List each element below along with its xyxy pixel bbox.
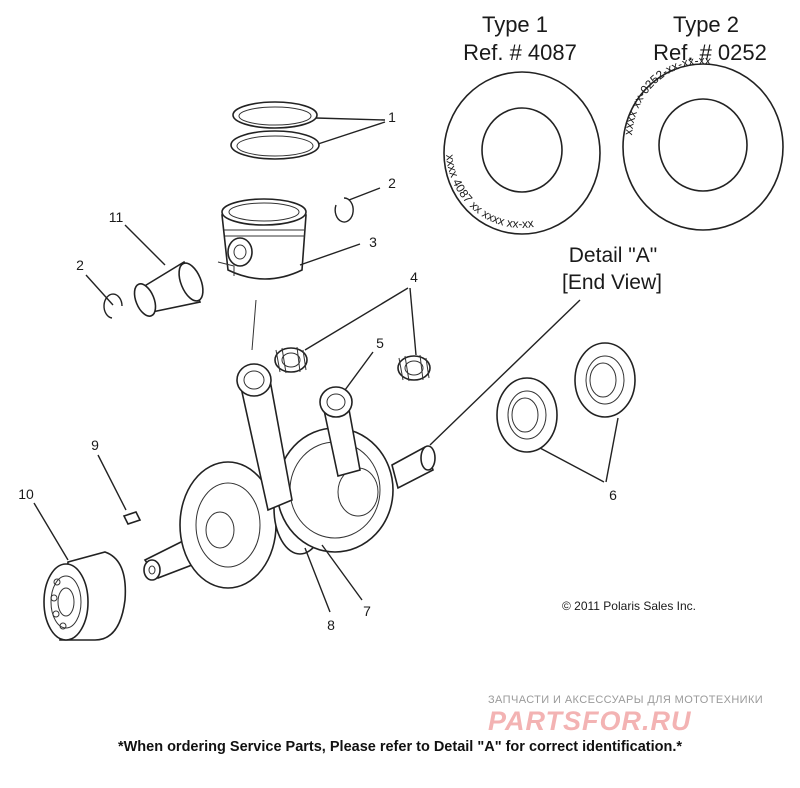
callout-8-leader [304, 547, 331, 613]
callout-7-leader [321, 544, 363, 601]
circlip-right [334, 197, 354, 223]
crank-seal-front [496, 377, 558, 453]
callout-4-leader-a [304, 287, 409, 351]
type1-ref: Ref. # 4087 [463, 40, 577, 65]
callout-10-leader [33, 502, 69, 561]
callout-4-leader-b [409, 287, 417, 356]
type2-title: Type 2 [673, 12, 739, 37]
callout-2-left: 2 [76, 257, 84, 273]
main-bearing [43, 551, 127, 641]
callout-6-leader-a [539, 447, 605, 483]
needle-bearing-right [397, 354, 431, 382]
callout-3-leader [299, 243, 361, 266]
watermark-brand: PARTSFOR.RU [488, 706, 692, 736]
type1-title: Type 1 [482, 12, 548, 37]
piston-rings [230, 101, 320, 160]
assembly-guide-line [251, 299, 257, 351]
callout-2b-leader [348, 187, 381, 201]
detail-a-leader [429, 299, 581, 446]
piston [217, 198, 307, 280]
type2-seal-end-view: xxxx xx-0252-xx-xx-xx [621, 53, 784, 231]
detail-a-endview-label: [End View] [562, 271, 662, 294]
callout-1: 1 [388, 109, 396, 125]
callout-6-leader-b [605, 417, 619, 483]
callout-11: 11 [109, 209, 124, 225]
needle-bearing-left [274, 346, 308, 374]
callout-11-leader [124, 224, 166, 266]
callout-5: 5 [376, 335, 384, 351]
callout-4: 4 [410, 269, 418, 285]
callout-1-leader-b [317, 121, 386, 145]
crankshaft-assembly [143, 363, 436, 589]
footer-note: *When ordering Service Parts, Please ref… [117, 739, 683, 755]
callout-7: 7 [363, 603, 371, 619]
callout-9: 9 [91, 437, 99, 453]
callout-1-leader-a [315, 117, 386, 121]
detail-a-label: Detail "A" [569, 244, 657, 267]
callout-6: 6 [609, 487, 617, 503]
circlip-left [103, 293, 123, 319]
callout-3: 3 [369, 234, 377, 250]
crank-seal-rear [574, 342, 636, 418]
copyright-notice: © 2011 Polaris Sales Inc. [562, 599, 696, 613]
callout-2-right: 2 [388, 175, 396, 191]
callout-10: 10 [18, 486, 34, 502]
callout-2a-leader [85, 274, 114, 306]
callout-5-leader [344, 351, 374, 391]
callout-9-leader [97, 454, 127, 511]
type1-seal-end-view: xxxx 4087 xx xxxx xx-xx [443, 71, 601, 235]
callout-8: 8 [327, 617, 335, 633]
type2-ref: Ref. # 0252 [653, 40, 767, 65]
watermark-tagline: ЗАПЧАСТИ И АКСЕССУАРЫ ДЛЯ МОТОТЕХНИКИ [488, 694, 764, 706]
woodruff-key [122, 511, 142, 525]
piston-pin [133, 260, 204, 317]
